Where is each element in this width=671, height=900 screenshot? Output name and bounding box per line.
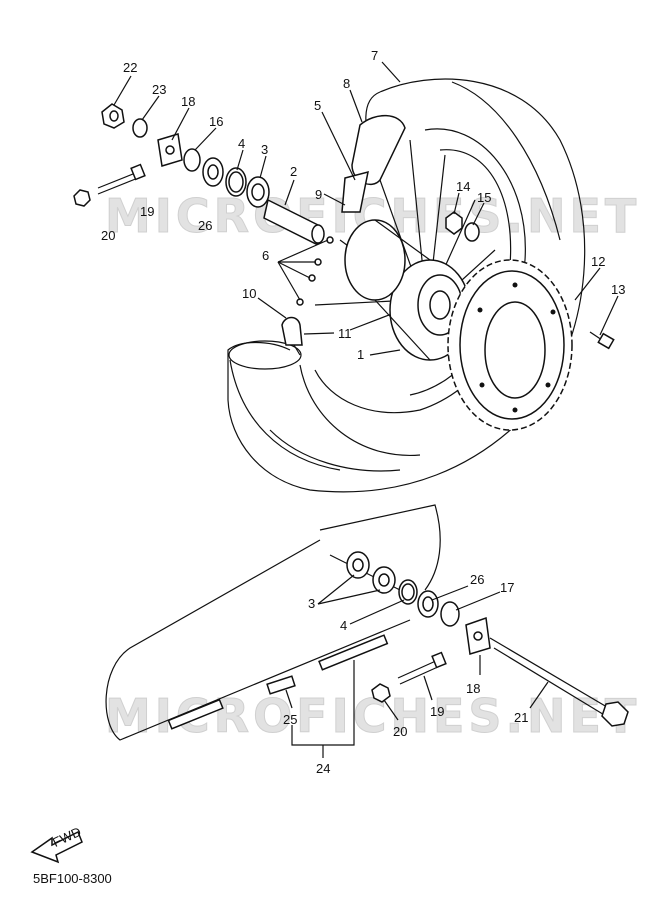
callouts: 22 23 18 16 4 3 2 7 8 5 9 14 15 19 20 26… xyxy=(101,48,625,776)
catalog-code: 5BF100-8300 xyxy=(33,871,112,886)
watermark-top: MICROFICHES.NET xyxy=(105,189,640,243)
wheel-axle-21 xyxy=(489,637,629,727)
callout-3-lower: 3 xyxy=(308,596,315,611)
callout-6: 6 xyxy=(262,248,269,263)
collar-16 xyxy=(183,148,201,172)
nut-20-lower xyxy=(371,683,391,703)
collar-17 xyxy=(440,601,460,627)
circlip-4-lower xyxy=(398,579,418,605)
callout-4: 4 xyxy=(238,136,245,151)
callout-10: 10 xyxy=(242,286,256,301)
callout-8: 8 xyxy=(343,76,350,91)
callout-9: 9 xyxy=(315,187,322,202)
sprocket-bolt xyxy=(589,331,615,350)
chain-links xyxy=(167,634,389,730)
callout-19-lower: 19 xyxy=(430,704,444,719)
callout-22: 22 xyxy=(123,60,137,75)
callout-18: 18 xyxy=(181,94,195,109)
axle-nut-22 xyxy=(101,103,125,129)
spacer-2 xyxy=(263,198,325,245)
oil-seal-26 xyxy=(202,157,224,187)
callout-20-lower: 20 xyxy=(393,724,407,739)
oil-seal-26-lower xyxy=(417,590,439,618)
callout-2: 2 xyxy=(290,164,297,179)
callout-25: 25 xyxy=(283,712,297,727)
sprocket-nut-and-washer xyxy=(445,211,480,242)
callout-3: 3 xyxy=(261,142,268,157)
callout-4-lower: 4 xyxy=(340,618,347,633)
callout-20: 20 xyxy=(101,228,115,243)
chain-joint-25 xyxy=(266,675,296,695)
adjuster-plate-18 xyxy=(157,133,183,167)
callout-5: 5 xyxy=(314,98,321,113)
callout-1: 1 xyxy=(357,347,364,362)
callout-26-lower: 26 xyxy=(470,572,484,587)
adjuster-bolt-19-lower xyxy=(397,651,447,685)
callout-24: 24 xyxy=(316,761,330,776)
callout-17: 17 xyxy=(500,580,514,595)
callout-18-lower: 18 xyxy=(466,681,480,696)
adjuster-plate-18-lower xyxy=(465,616,491,655)
callout-7: 7 xyxy=(371,48,378,63)
callout-11: 11 xyxy=(338,326,352,341)
bearing-3-lower xyxy=(346,551,396,594)
callout-15: 15 xyxy=(477,190,491,205)
callout-21: 21 xyxy=(514,710,528,725)
rear-sprocket xyxy=(447,259,573,431)
adjuster-bolt-19 xyxy=(97,163,146,195)
bearing-3 xyxy=(246,176,270,208)
callout-19: 19 xyxy=(140,204,154,219)
callout-13: 13 xyxy=(611,282,625,297)
callout-14: 14 xyxy=(456,179,470,194)
fwd-arrow-icon: FWD xyxy=(30,824,83,864)
washer-23 xyxy=(132,118,148,138)
callout-12: 12 xyxy=(591,254,605,269)
callout-26: 26 xyxy=(198,218,212,233)
callout-23: 23 xyxy=(152,82,166,97)
spoke-nipples xyxy=(296,236,334,306)
nut-20 xyxy=(73,189,91,207)
leader-lines xyxy=(113,61,619,758)
circlip-4 xyxy=(225,167,247,197)
callout-16: 16 xyxy=(209,114,223,129)
valve xyxy=(281,316,303,356)
